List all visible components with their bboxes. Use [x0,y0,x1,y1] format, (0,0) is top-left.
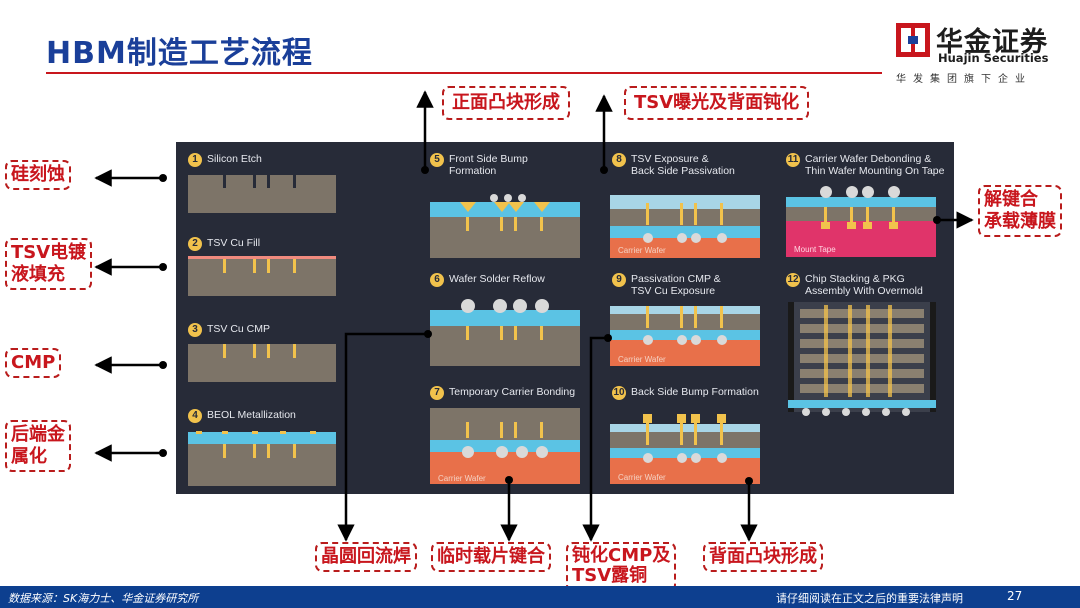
step-label: Temporary Carrier Bonding [449,386,576,398]
callout-front-bump: 正面凸块形成 [442,86,570,120]
step-number: 1 [188,153,202,167]
footer-disclaimer: 请仔细阅读在正文之后的重要法律声明 [776,592,963,605]
carrier-wafer-label: Carrier Wafer [438,474,486,483]
process-diagram-panel: 1 Silicon Etch 2 TSV Cu Fill 3 TSV Cu CMP 4… [176,142,954,494]
step-label: Wafer Solder Reflow [449,273,545,285]
callout-beol: 后端金 属化 [5,420,71,472]
callout-reflow: 晶圆回流焊 [315,542,417,572]
step-number: 10 [612,386,626,400]
wafer-step-5 [430,194,580,258]
arrow-tsv-exposure [595,94,613,174]
step-11: 11 Carrier Wafer Debonding & Thin Wafer M… [786,153,945,177]
callout-tsv-exposure: TSV曝光及背面钝化 [624,86,810,120]
step-label: Silicon Etch [207,153,262,165]
wafer-step-3 [188,344,336,382]
mount-tape-label: Mount Tape [794,245,836,254]
step-2: 2 TSV Cu Fill [188,237,260,251]
step-10: 10 Back Side Bump Formation [612,386,759,400]
wafer-step-11: Mount Tape [786,186,936,257]
step-number: 8 [612,153,626,167]
arrow-tsv-fill [94,258,167,276]
step-7: 7 Temporary Carrier Bonding [430,386,575,400]
arrow-reflow [337,330,432,542]
logo-name-cn: 华金证券 [936,27,1048,58]
step-label: TSV Exposure & Back Side Passivation [631,153,735,177]
step-3: 3 TSV Cu CMP [188,323,270,337]
title-underline [46,72,882,74]
step-label: Carrier Wafer Debonding & Thin Wafer Mou… [805,153,945,177]
step-12: 12 Chip Stacking & PKG Assembly With Over… [786,273,923,297]
step-label: Back Side Bump Formation [631,386,759,398]
callout-carrier-bond: 临时载片键合 [431,542,551,572]
arrow-beol [94,444,167,462]
page-number: 27 [1007,589,1023,603]
wafer-step-10: Carrier Wafer [610,414,760,484]
step-number: 9 [612,273,626,287]
step-9: 9 Passivation CMP & TSV Cu Exposure [612,273,721,297]
wafer-step-8: Carrier Wafer [610,195,760,258]
arrow-cmp [94,356,167,374]
step-number: 6 [430,273,444,287]
callout-cmp: CMP [5,348,62,378]
wafer-step-1 [188,175,336,213]
wafer-step-9: Carrier Wafer [610,306,760,366]
callout-etch: 硅刻蚀 [5,160,71,190]
wafer-step-2 [188,256,336,296]
step-8: 8 TSV Exposure & Back Side Passivation [612,153,735,177]
process-illustrations: Carrier Wafer Carrier Wafer [188,175,936,486]
step-number: 11 [786,153,800,167]
huajin-logo-icon [896,23,930,57]
step-number: 12 [786,273,800,287]
arrow-carrier-bond [500,476,518,542]
arrow-etch [94,169,167,187]
step-label: BEOL Metallization [207,409,296,421]
step-number: 7 [430,386,444,400]
arrow-back-bump [740,477,758,542]
step-number: 2 [188,237,202,251]
logo-name-en: Huajin Securities [938,51,1049,65]
footer-source: 数据来源：SK海力士、华金证券研究所 [8,592,199,605]
page-title: HBM制造工艺流程 [46,36,313,71]
wafer-step-7: Carrier Wafer [430,408,580,484]
callout-back-bump: 背面凸块形成 [703,542,823,572]
step-label: Chip Stacking & PKG Assembly With Overmo… [805,273,923,297]
wafer-step-6 [430,299,580,366]
step-label: Front Side Bump Formation [449,153,528,177]
carrier-wafer-label: Carrier Wafer [618,473,666,482]
carrier-wafer-label: Carrier Wafer [618,355,666,364]
arrow-debond [933,211,974,229]
wafer-step-4 [188,431,336,486]
arrow-passivation [582,334,612,542]
step-5: 5 Front Side Bump Formation [430,153,528,177]
step-label: TSV Cu CMP [207,323,271,335]
arrow-front-bump [416,90,434,174]
step-6: 6 Wafer Solder Reflow [430,273,545,287]
callout-debond: 解键合 承载薄膜 [978,185,1062,237]
wafer-step-12-stack [788,302,936,416]
step-1: 1 Silicon Etch [188,153,262,167]
logo-tagline: 华发集团旗下企业 [896,74,1032,85]
step-number: 4 [188,409,202,423]
footer-bar [0,586,1080,608]
carrier-wafer-label: Carrier Wafer [618,246,666,255]
callout-passivation: 钝化CMP及 TSV露铜 [566,542,677,592]
step-4: 4 BEOL Metallization [188,409,296,423]
step-label: Passivation CMP & TSV Cu Exposure [631,273,721,297]
step-number: 5 [430,153,444,167]
step-label: TSV Cu Fill [207,237,261,249]
callout-tsv-fill: TSV电镀 液填充 [5,238,93,290]
step-number: 3 [188,323,202,337]
